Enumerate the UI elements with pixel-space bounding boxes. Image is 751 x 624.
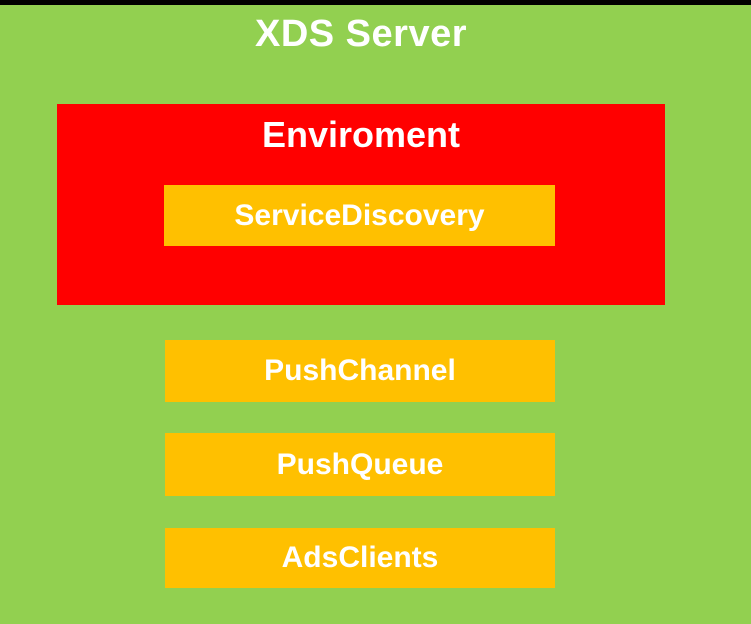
ads-clients-box: AdsClients — [165, 528, 555, 588]
diagram-title: XDS Server — [254, 13, 467, 55]
environment-box: Enviroment ServiceDiscovery — [57, 104, 665, 305]
service-discovery-box: ServiceDiscovery — [164, 185, 555, 246]
push-queue-label: PushQueue — [276, 447, 444, 481]
ads-clients-label: AdsClients — [281, 541, 439, 574]
environment-label: Enviroment — [261, 114, 461, 155]
top-black-bar — [0, 0, 751, 5]
service-discovery-label: ServiceDiscovery — [234, 198, 485, 232]
push-channel-box: PushChannel — [165, 340, 555, 402]
push-queue-box: PushQueue — [165, 433, 555, 496]
push-channel-label: PushChannel — [264, 354, 456, 387]
